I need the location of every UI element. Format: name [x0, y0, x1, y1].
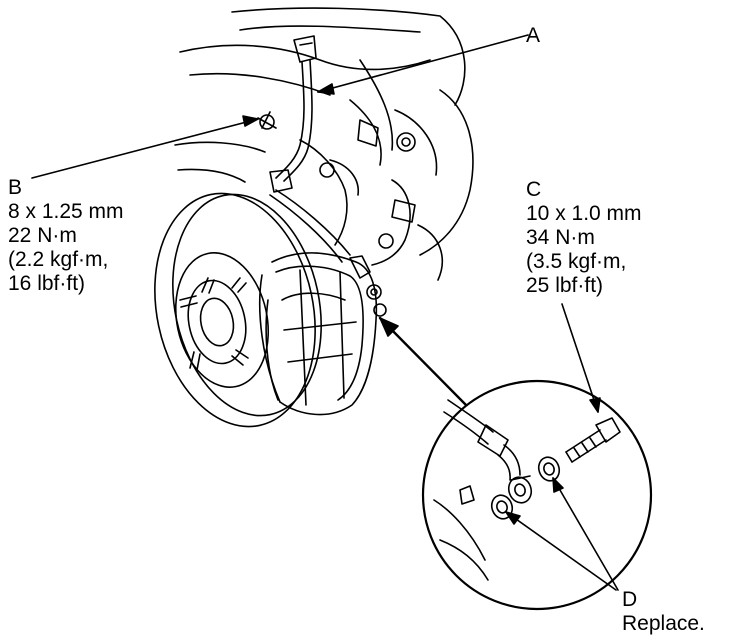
callout-b-torque-kgf: (2.2 kgf·m, [8, 248, 109, 271]
leader-d2 [552, 477, 619, 591]
callout-b-torque-nm: 22 N·m [8, 224, 77, 247]
brake-caliper [258, 252, 387, 416]
leader-lines [31, 34, 619, 591]
detail-arrowhead [379, 317, 399, 337]
callout-b-letter: B [8, 176, 23, 199]
arrowhead-b [242, 115, 259, 127]
arrowhead-c [589, 397, 601, 413]
suspension-background [174, 7, 474, 281]
callout-d-letter: D [622, 588, 638, 611]
callout-b-size: 8 x 1.25 mm [8, 200, 124, 223]
arrowhead-a [317, 83, 335, 95]
leader-d1 [505, 511, 617, 591]
callout-a-letter: A [526, 24, 541, 47]
leader-a [317, 34, 529, 93]
brake-line [257, 35, 351, 263]
callout-c-torque-nm: 34 N·m [526, 226, 595, 249]
callout-c-letter: C [526, 178, 542, 201]
detail-arrow-line [378, 316, 468, 407]
leader-b [31, 118, 259, 179]
callout-c-size: 10 x 1.0 mm [526, 202, 642, 225]
callout-c-torque-lbf: 25 lbf·ft) [526, 274, 604, 297]
arrowhead-d2 [552, 477, 564, 493]
callout-c-torque-kgf: (3.5 kgf·m, [526, 250, 627, 273]
callout-b-torque-lbf: 16 lbf·ft) [8, 272, 86, 295]
callout-d-note: Replace. [622, 612, 705, 635]
brake-rotor [154, 192, 322, 428]
detail-magnifier [421, 379, 653, 611]
